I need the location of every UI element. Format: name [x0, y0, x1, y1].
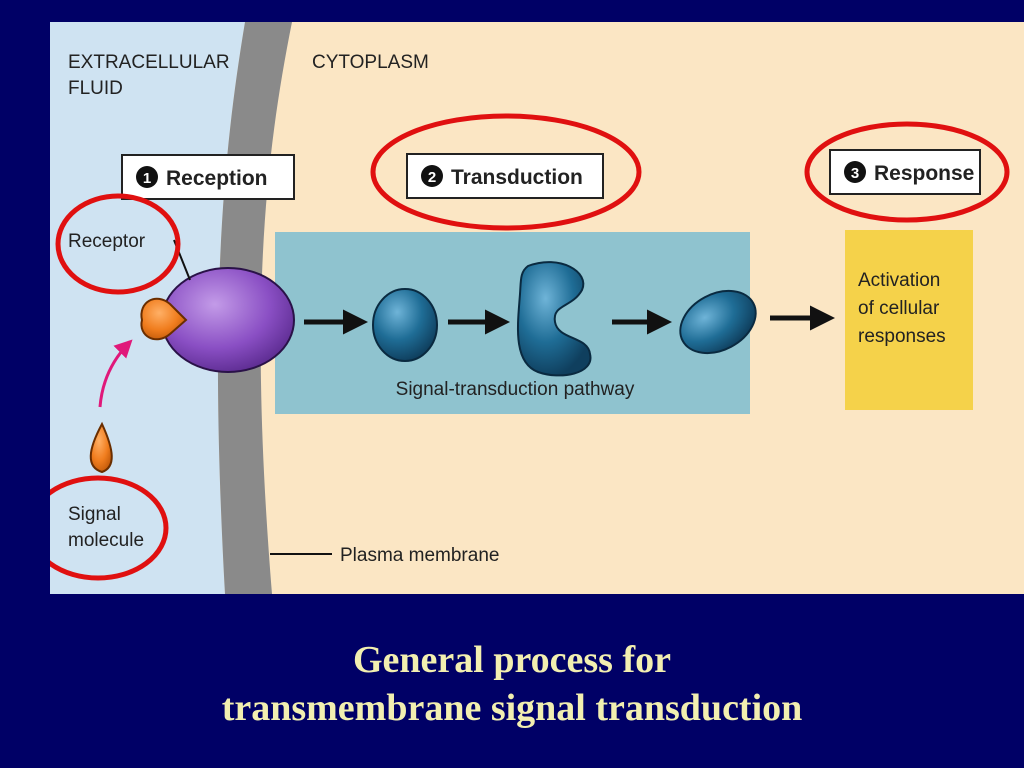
stage-transduction: 2 Transduction: [406, 153, 604, 199]
stage-label: Response: [874, 162, 974, 185]
caption-line-1: General process for: [353, 639, 671, 681]
diagram-figure: EXTRACELLULAR FLUID CYTOPLASM 1 Receptio…: [50, 22, 1024, 594]
signal-transduction-diagram: EXTRACELLULAR FLUID CYTOPLASM 1 Receptio…: [50, 22, 1024, 594]
relay-molecule-3: [679, 289, 757, 355]
stage-response: 3 Response: [829, 149, 981, 195]
svg-text:1: 1: [143, 170, 151, 187]
membrane-label: Plasma membrane: [340, 545, 499, 566]
cytoplasm-label: CYTOPLASM: [312, 52, 429, 73]
signal-molecule: [89, 421, 113, 474]
svg-text:3: 3: [851, 165, 859, 182]
highlight-circle-response: [804, 121, 1010, 223]
stage-reception: 1 Reception: [121, 154, 295, 200]
relay-molecule-1: [372, 288, 438, 362]
highlight-circle-transduction: [370, 113, 642, 231]
signal-label-line1: Signal: [68, 504, 121, 525]
bound-signal-molecule: [140, 297, 188, 341]
svg-text:2: 2: [428, 169, 436, 186]
signal-label-line2: molecule: [68, 530, 144, 551]
stage-number-badge: [421, 165, 443, 187]
response-box: [845, 230, 973, 410]
pathway-label: Signal-transduction pathway: [396, 379, 635, 400]
response-text-line1: Activation: [858, 270, 940, 291]
extracellular-label-line1: EXTRACELLULAR: [68, 52, 230, 73]
relay-molecule-2: [516, 261, 592, 377]
response-text-line3: responses: [858, 326, 946, 347]
stage-label: Reception: [166, 167, 268, 190]
receptor-label: Receptor: [68, 231, 146, 252]
stage-number-badge: [844, 161, 866, 183]
highlight-circle-receptor: [55, 193, 181, 295]
response-text-line2: of cellular: [858, 298, 940, 319]
caption-line-2: transmembrane signal transduction: [221, 687, 803, 729]
highlight-circle-signal: [50, 475, 169, 581]
binding-arrow: [98, 339, 133, 408]
stage-number-badge: [136, 166, 158, 188]
stage-label: Transduction: [451, 166, 583, 189]
extracellular-label-line2: FLUID: [68, 78, 123, 99]
slide-caption: General process for transmembrane signal…: [0, 636, 1024, 732]
